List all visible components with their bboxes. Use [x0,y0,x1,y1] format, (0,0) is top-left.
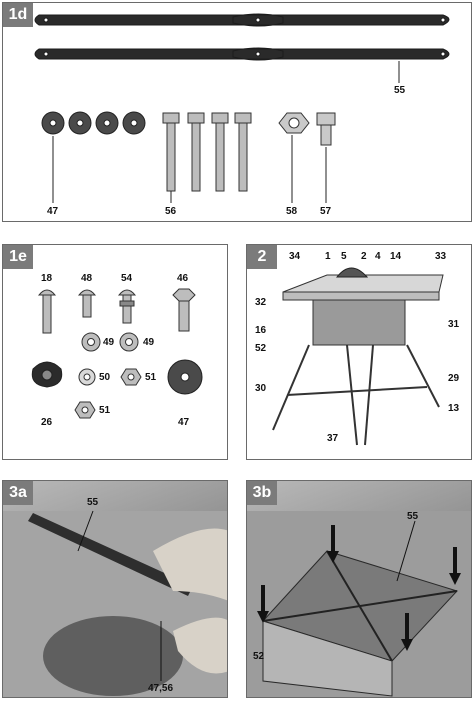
panel-tag: 3a [3,481,33,505]
label-34: 34 [289,251,301,262]
brace-bar-top [34,13,450,27]
label-51b: 51 [99,405,111,416]
label-51a: 51 [145,372,157,383]
label-55: 55 [87,497,99,508]
label-26: 26 [41,417,53,428]
label-54: 54 [121,273,133,284]
label-14: 14 [390,251,402,262]
panel-tag: 2 [247,245,277,269]
label-16: 16 [255,325,267,336]
label-18: 18 [41,273,53,284]
label-52: 52 [255,343,267,354]
label-37: 37 [327,433,339,444]
eccentric-washer [31,361,63,388]
label-49a: 49 [103,337,115,348]
panel-2: 2 34 1 5 2 4 14 33 32 16 52 31 30 29 13 … [246,244,472,460]
label-30: 30 [255,383,267,394]
label-58: 58 [286,206,298,217]
label-4: 4 [375,251,381,262]
label-31: 31 [448,319,460,330]
hex-nut [278,112,310,134]
brace-bar-bottom [34,47,450,61]
label-32: 32 [255,297,267,308]
panel-tag: 3b [247,481,277,505]
label-29: 29 [448,373,460,384]
table-saw-illustration [272,267,444,446]
washer-set [41,111,146,135]
panel-1e: 1e 18 48 54 46 49 49 26 [2,244,228,460]
label-1: 1 [325,251,331,262]
label-56: 56 [165,206,177,217]
hardware-illustration [34,13,450,203]
label-49b: 49 [143,337,155,348]
label-13: 13 [448,403,460,414]
label-2: 2 [361,251,367,262]
hex-bolt [316,112,336,146]
panel-3b: 3b 55 52 [246,480,472,698]
label-55: 55 [407,511,419,522]
panel-1d: 1d [2,2,472,222]
label-46: 46 [177,273,189,284]
label-4756: 47,56 [148,683,174,694]
label-33: 33 [435,251,447,262]
panel-tag: 1d [3,3,33,27]
label-52: 52 [253,651,265,662]
label-47: 47 [178,417,190,428]
assembly-photo-3b [247,511,471,697]
panel-tag: 1e [3,245,33,269]
panel-3a: 3a 55 47,56 [2,480,228,698]
assembly-photo-3a [3,510,227,697]
bolt-set [162,112,252,192]
label-5: 5 [341,251,347,262]
label-57: 57 [320,206,332,217]
label-50: 50 [99,372,111,383]
label-55: 55 [394,85,406,96]
label-47: 47 [47,206,59,217]
fastener-illustration [31,288,203,419]
label-48: 48 [81,273,93,284]
